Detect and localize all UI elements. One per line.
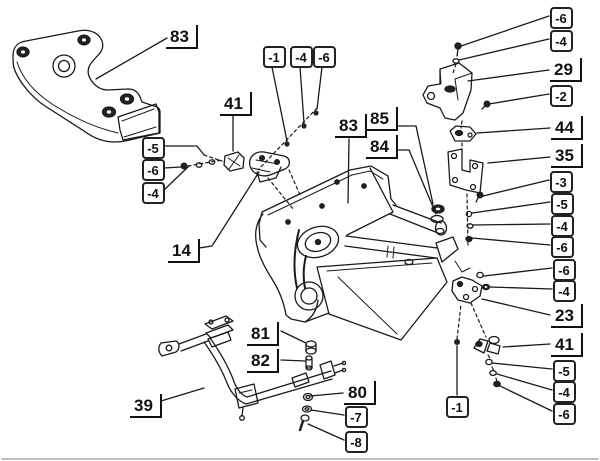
leader-minus3-r4	[482, 179, 550, 197]
leader-minus4-r2	[458, 38, 550, 61]
leader-minus4-top	[299, 66, 305, 124]
leader-23	[481, 298, 551, 316]
leader-minus6-r7	[471, 237, 551, 246]
leader-84	[397, 149, 437, 215]
leader-41-bottom	[502, 343, 551, 348]
plate-23-drawing	[451, 276, 483, 304]
leader-minus5-r5	[471, 201, 551, 214]
fasteners-84-85-drawing	[430, 204, 445, 235]
mount-14-41-drawing	[180, 151, 291, 183]
leader-83-center	[347, 138, 350, 204]
leader-44	[476, 127, 551, 134]
leader-minus6-r8	[483, 267, 553, 277]
leader-minus8	[307, 423, 345, 441]
leader-minus6-left	[163, 166, 182, 169]
bracket-29-drawing	[422, 62, 473, 121]
plate-44-drawing	[449, 125, 477, 142]
leader-39	[160, 387, 205, 402]
leader-83-top-left	[95, 37, 168, 80]
leader-minus4-left	[163, 165, 190, 191]
assembly-dashed-lines	[187, 63, 498, 383]
bracket-35-drawing	[447, 148, 484, 194]
leader-minus2-r3	[488, 93, 550, 105]
leader-minus6-top	[316, 66, 323, 110]
leader-14	[198, 171, 260, 249]
leader-minus6-r12	[499, 385, 553, 412]
leader-minus5-left	[163, 145, 205, 156]
leader-82	[280, 359, 306, 362]
fasteners-right-drawing	[452, 42, 491, 291]
leader-80	[309, 392, 344, 397]
leader-minus6-r1	[460, 15, 550, 47]
leader-29	[467, 69, 550, 82]
leader-minus4-r11	[496, 373, 553, 391]
leader-minus4-r6	[472, 223, 551, 226]
engine-drawing	[255, 165, 471, 341]
leader-35	[487, 156, 551, 164]
bracket-83-drawing	[12, 29, 161, 143]
fasteners-crossmember-drawing	[298, 340, 317, 432]
leader-minus5-r10	[491, 362, 553, 370]
mount-41-bottom-drawing	[473, 335, 501, 388]
crossmember-39-drawing	[158, 315, 347, 421]
leader-85	[397, 125, 434, 205]
leader-minus1-top	[271, 66, 288, 142]
leader-minus7	[310, 409, 345, 416]
reference-dots	[284, 110, 460, 345]
leader-minus4-r9	[489, 286, 553, 290]
leader-lines	[95, 15, 553, 441]
leader-81	[280, 330, 307, 344]
